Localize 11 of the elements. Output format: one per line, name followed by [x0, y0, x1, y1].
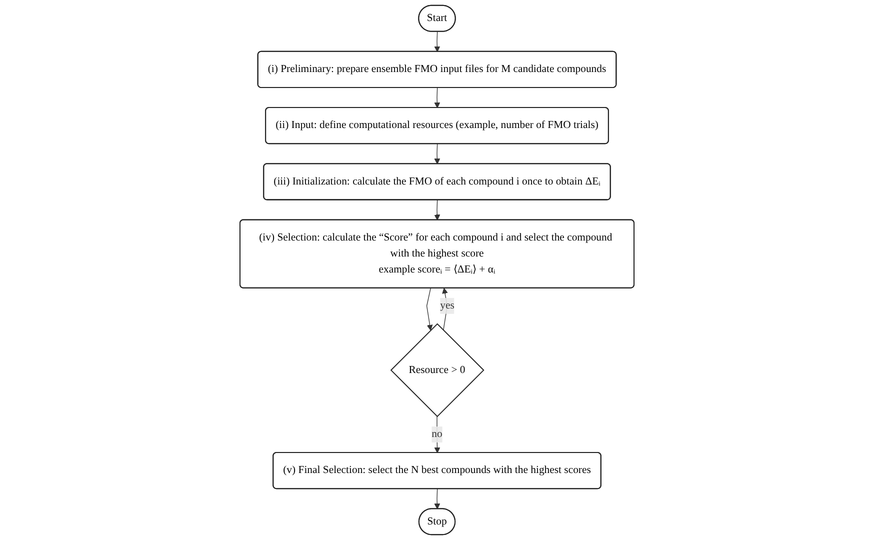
arrow: [434, 31, 440, 52]
edge-label: yes: [440, 300, 454, 312]
arrow: [434, 416, 440, 454]
arrow: [442, 288, 448, 331]
arrow: [434, 88, 440, 108]
arrow: [426, 288, 433, 331]
arrow: [434, 488, 440, 510]
arrow: [434, 200, 440, 220]
arrow: [434, 144, 440, 164]
node-diamond: Resource > 0: [390, 323, 484, 418]
edge-label: no: [432, 428, 442, 440]
